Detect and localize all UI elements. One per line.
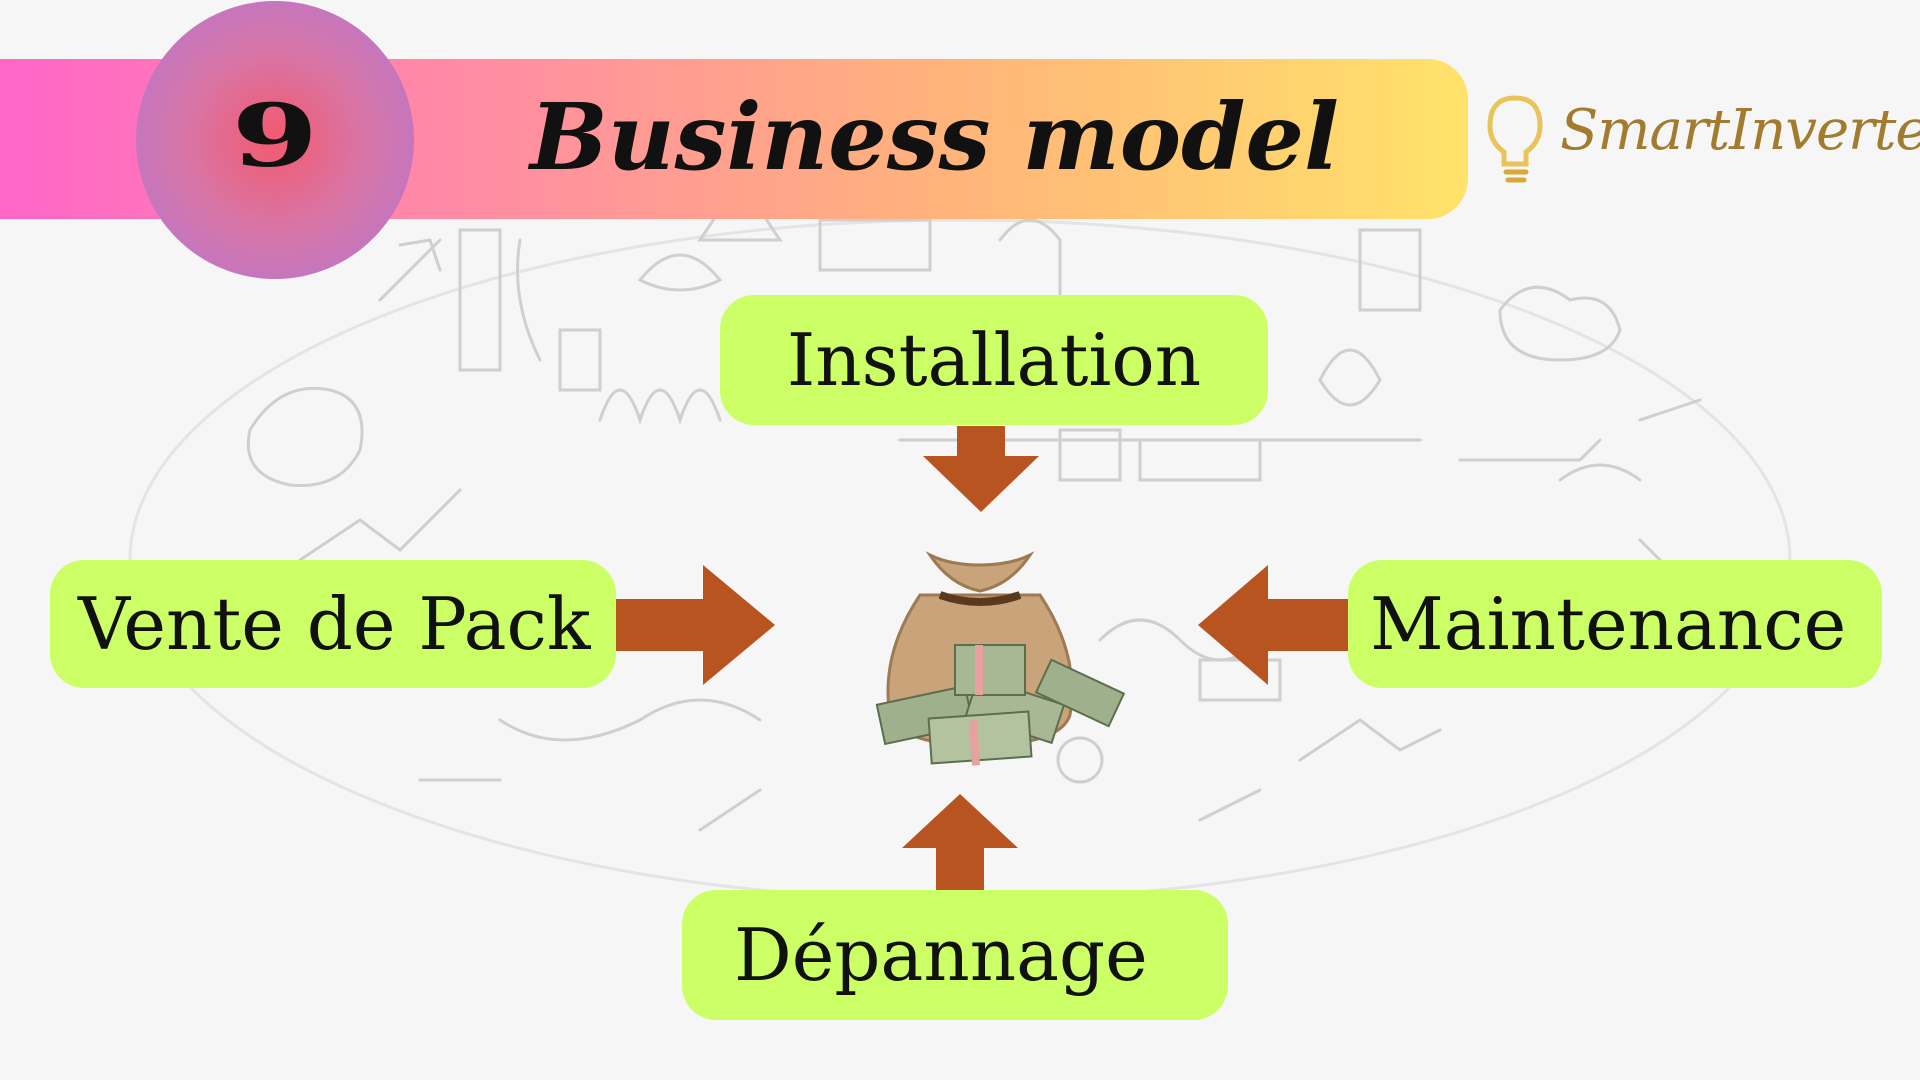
installation-box: Installation	[720, 295, 1268, 425]
arrow-down-top	[923, 426, 1039, 512]
depannage-box: Dépannage	[682, 890, 1228, 1020]
section-number: 9	[231, 85, 319, 187]
brand-name: SmartInverter	[1560, 98, 1920, 163]
page-title: Business model	[530, 83, 1339, 191]
arrow-right-left	[615, 565, 775, 685]
section-number-badge: 9	[136, 1, 414, 279]
maintenance-box: Maintenance	[1348, 560, 1882, 688]
vente-de-pack-box: Vente de Pack	[50, 560, 616, 688]
brand-logo: SmartInverter	[1480, 88, 1920, 188]
lightbulb-icon	[1487, 95, 1543, 183]
arrow-left-right	[1198, 565, 1348, 685]
arrow-up-bottom	[902, 794, 1018, 890]
money-bag-icon	[875, 551, 1126, 766]
